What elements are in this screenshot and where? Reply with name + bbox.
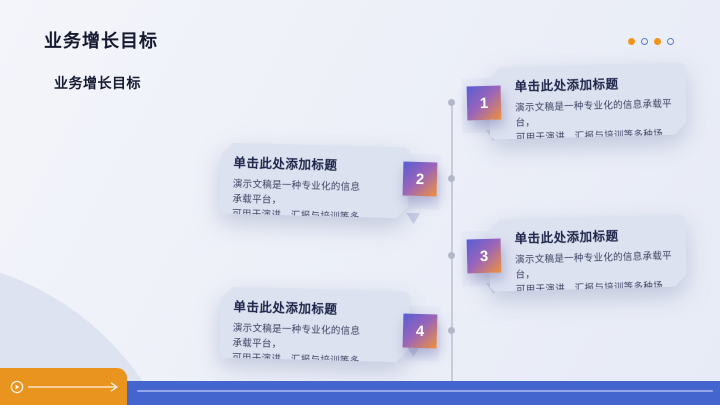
- timeline-card-3[interactable]: 单击此处添加标题 演示文稿是一种专业化的信息承载平台， 可用于演讲、汇报与培训等…: [488, 214, 687, 291]
- timeline-card-1[interactable]: 单击此处添加标题 演示文稿是一种专业化的信息承载平台， 可用于演讲、汇报与培训等…: [488, 62, 687, 139]
- card-body-line-1: 演示文稿是一种专业化的信息承载平台，: [515, 250, 673, 281]
- step-number-badge-3[interactable]: 3: [466, 238, 502, 274]
- page-dot[interactable]: [641, 38, 648, 45]
- timeline-card-2[interactable]: 单击此处添加标题 演示文稿是一种专业化的信息承载平台， 可用于演讲、汇报与培训等…: [219, 143, 410, 219]
- page-dot[interactable]: [667, 38, 674, 45]
- play-button[interactable]: [0, 368, 127, 405]
- card-body-line-1: 演示文稿是一种专业化的信息承载平台，: [232, 322, 361, 351]
- card-body-line-1: 演示文稿是一种专业化的信息承载平台，: [232, 178, 361, 207]
- right-arrow-icon: [26, 379, 122, 395]
- timeline-dot-1: [448, 99, 455, 106]
- card-title: 单击此处添加标题: [233, 299, 338, 317]
- card-body-line-2: 可用于演讲、汇报与培训等多种场景。: [231, 352, 360, 380]
- timeline-dot-4: [448, 327, 455, 334]
- slide-pagination-dots: [628, 38, 674, 45]
- card-body-line-2: 可用于演讲、汇报与培训等多种场景。: [231, 208, 360, 236]
- page-dot[interactable]: [654, 38, 661, 45]
- card-body-line-1: 演示文稿是一种专业化的信息承载平台，: [515, 98, 673, 129]
- timeline-card-4[interactable]: 单击此处添加标题 演示文稿是一种专业化的信息承载平台， 可用于演讲、汇报与培训等…: [219, 287, 410, 363]
- slide-title: 业务增长目标: [44, 31, 158, 51]
- timeline-dot-3: [448, 252, 455, 259]
- timeline-dot-2: [448, 175, 455, 182]
- step-number-badge-2[interactable]: 2: [402, 161, 438, 197]
- card-title: 单击此处添加标题: [233, 155, 338, 173]
- card-title: 单击此处添加标题: [514, 77, 619, 94]
- slide-subtitle: 业务增长目标: [54, 75, 141, 91]
- step-number-badge-1[interactable]: 1: [466, 85, 502, 121]
- page-dot[interactable]: [628, 38, 635, 45]
- play-circle-icon: [8, 379, 26, 395]
- footer-accent-line: [137, 390, 713, 392]
- timeline-line: [451, 101, 453, 384]
- card-body-line-2: 可用于演讲、汇报与培训等多种场景。: [515, 129, 664, 159]
- step-number-badge-4[interactable]: 4: [402, 313, 438, 349]
- card-body-line-2: 可用于演讲、汇报与培训等多种场景。: [515, 281, 664, 311]
- card-title: 单击此处添加标题: [514, 229, 619, 246]
